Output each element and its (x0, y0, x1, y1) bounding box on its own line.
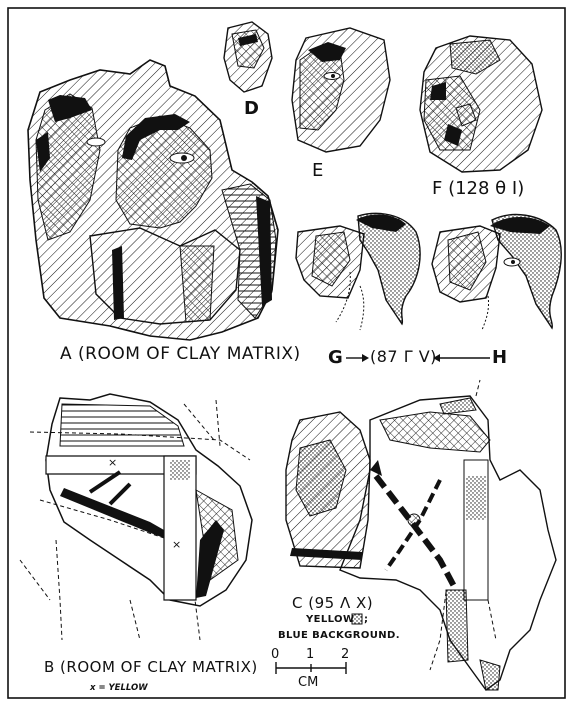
label-c-key-yellow: YELLOW (306, 614, 355, 625)
label-gh-inventory: (87 Γ V) (370, 347, 437, 366)
fragment-b: × × (19, 393, 253, 641)
label-b: B (ROOM OF CLAY MATRIX) (44, 658, 258, 676)
gh-arrows (346, 354, 490, 362)
label-a: A (ROOM OF CLAY MATRIX) (60, 344, 301, 364)
label-c-key-blue: BLUE BACKGROUND. (278, 630, 400, 641)
fragment-e (291, 27, 391, 153)
label-h: H (492, 347, 508, 368)
scale-bar (275, 662, 347, 674)
label-d: D (244, 98, 259, 119)
fragment-a (27, 59, 279, 341)
yellow-key-swatch (351, 613, 363, 625)
plate-frame (7, 7, 566, 699)
scale-tick-0: 0 (271, 647, 280, 662)
scale-unit: CM (298, 675, 319, 690)
label-e: E (312, 160, 324, 181)
label-c-key-semicolon: ; (364, 614, 369, 625)
fragment-d (223, 21, 273, 93)
scale-tick-2: 2 (341, 647, 350, 662)
scale-tick-1: 1 (306, 647, 315, 662)
label-f: F (128 θ I) (432, 178, 525, 199)
fragment-f (419, 35, 543, 173)
label-b-key: x = YELLOW (90, 683, 148, 693)
label-g: G (328, 347, 343, 368)
svg-text:×: × (172, 538, 181, 551)
label-c: C (95 Λ X) (292, 594, 374, 612)
fragment-h (431, 213, 562, 331)
fragment-c (285, 379, 557, 691)
svg-text:×: × (108, 456, 117, 469)
fragment-g (295, 212, 421, 331)
